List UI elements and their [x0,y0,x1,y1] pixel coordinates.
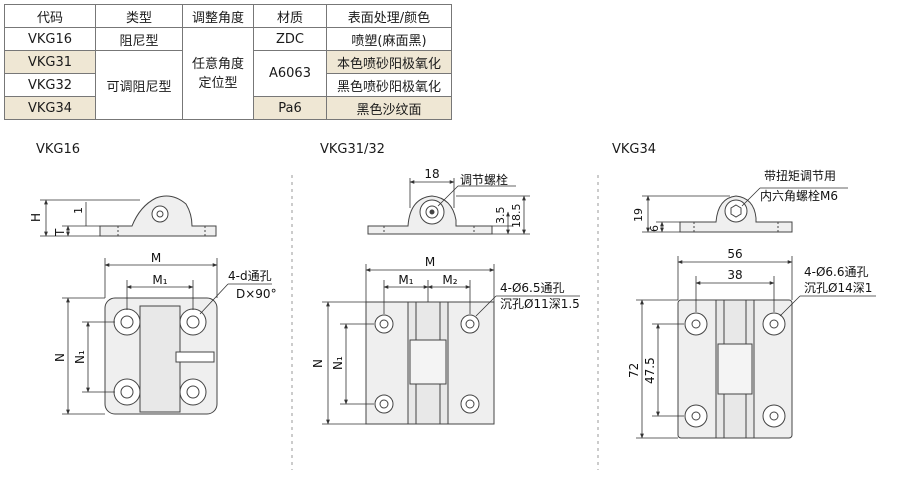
cell-material: A6063 [253,50,327,97]
dim-3-5: 3.5 [494,207,507,225]
dim-H: H [29,213,43,222]
dim-19: 19 [632,208,645,222]
dim-T: T [53,228,67,237]
dim-56: 56 [727,247,742,261]
cell-finish: 本色喷砂阳极氧化 [326,50,452,74]
dim-M: M [425,255,435,269]
vkg16-side-dims [40,199,140,237]
vkg34-countersink-note: 沉孔Ø14深1 [804,281,872,295]
vkg34-hole-note: 4-Ø6.6通孔 [804,265,869,279]
table-row: VKG32 黑色喷砂阳极氧化 [4,73,452,97]
header-finish: 表面处理/颜色 [326,4,452,28]
vkg34-screw-label-2: 内六角螺栓M6 [760,188,838,203]
dim-1: 1 [72,207,85,214]
cell-type: 可调阻尼型 [95,50,183,120]
vkg16-side-view [99,195,217,237]
table-header-row: 代码 类型 调整角度 材质 表面处理/颜色 [4,4,452,28]
vkg3132-side-view [367,195,493,235]
table-row: VKG16 阻尼型 任意角度 定位型 ZDC 喷塑(麻面黑) [4,27,452,120]
vkg16-front-dims [62,258,272,415]
dim-18-5: 18.5 [510,204,523,229]
dim-38: 38 [727,268,742,282]
vkg34-side-dims [642,187,848,233]
vkg3132-front-view [365,301,495,425]
dim-M2: M₂ [442,273,457,287]
table-row: VKG34 Pa6 黑色沙纹面 [4,96,452,120]
dim-M: M [151,251,161,265]
dim-N: N [311,359,325,368]
vkg34-front-view [677,299,793,439]
vkg3132-hole-note: 4-Ø6.5通孔 [500,281,565,295]
dim-N1: N₁ [73,350,87,364]
vkg3132-countersink-note: 沉孔Ø11深1.5 [500,297,580,311]
vkg16-front-view [104,297,218,415]
vkg34-side-view [679,195,793,233]
dim-47-5: 47.5 [643,357,657,384]
dim-72: 72 [627,363,641,378]
angle-line-2: 定位型 [198,75,238,91]
vkg16-hole-note: 4-d通孔 [228,269,272,283]
cell-finish: 黑色喷砂阳极氧化 [326,73,452,97]
cell-code: VKG32 [4,73,96,97]
dim-18: 18 [424,167,439,181]
cell-code: VKG34 [4,96,96,120]
cell-finish: 喷塑(麻面黑) [326,27,452,51]
dim-N1: N₁ [331,356,345,370]
vkg3132-side-dims [409,178,530,235]
vkg3132-front-dims [322,264,580,425]
vkg3132-screw-label: 调节螺栓 [460,172,508,187]
header-code: 代码 [4,4,96,28]
header-material: 材质 [253,4,327,28]
spec-table: 代码 类型 调整角度 材质 表面处理/颜色 VKG16 阻尼型 任意角度 定位型… [4,4,452,120]
cell-material: Pa6 [253,96,327,120]
dim-M1: M₁ [398,273,413,287]
angle-line-1: 任意角度 [191,56,244,72]
vkg16-countersink-note: D×90° [236,287,277,301]
vkg34-screw-label-1: 带扭矩调节用 [764,169,836,183]
cell-finish: 黑色沙纹面 [326,96,452,120]
cell-angle: 任意角度 定位型 [182,27,254,120]
dim-6: 6 [648,225,661,232]
vkg16-title: VKG16 [36,142,81,157]
vkg34-title: VKG34 [612,142,657,157]
vkg3132-title: VKG31/32 [320,142,385,157]
cell-code: VKG31 [4,50,96,74]
vkg34-front-dims [636,256,876,439]
table-row: VKG31 可调阻尼型 A6063 本色喷砂阳极氧化 [4,50,452,120]
dim-N: N [53,353,67,362]
dim-M1: M₁ [152,273,167,287]
